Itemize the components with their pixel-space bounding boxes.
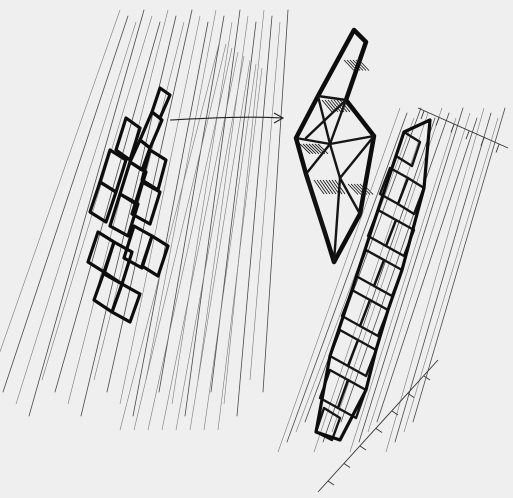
- pen-sketch: [0, 0, 513, 498]
- paper-background: [0, 0, 513, 498]
